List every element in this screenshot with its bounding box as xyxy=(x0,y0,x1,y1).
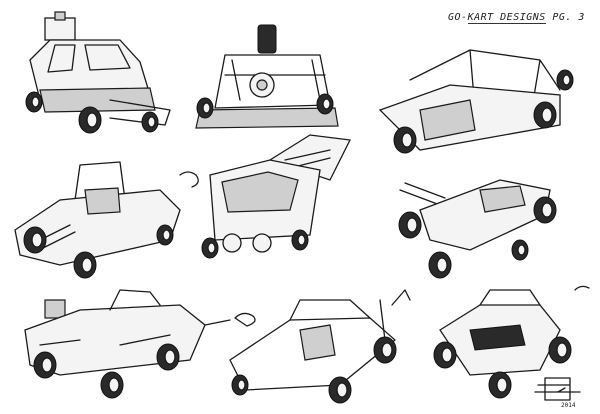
sheet-year: 2014 xyxy=(561,402,576,409)
tube-frame-kart xyxy=(229,289,411,404)
sheet-title: GO-KART DESIGNS PG. 3 xyxy=(448,12,585,24)
title-suffix: PG. 3 xyxy=(545,12,585,23)
dune-buggy-kart xyxy=(378,49,574,154)
boxy-van-kart xyxy=(25,11,171,134)
roadster-kart xyxy=(14,161,199,279)
artist-signature xyxy=(534,377,581,401)
title-underlined: KART DESIGNS xyxy=(467,12,546,24)
cab-forward-kart xyxy=(201,134,351,259)
title-prefix: GO- xyxy=(448,12,468,23)
muscle-car-kart xyxy=(24,289,256,399)
exhaust-pipe-kart xyxy=(398,179,557,279)
roll-cage-kart xyxy=(195,24,339,129)
armored-buggy-kart xyxy=(433,285,590,399)
